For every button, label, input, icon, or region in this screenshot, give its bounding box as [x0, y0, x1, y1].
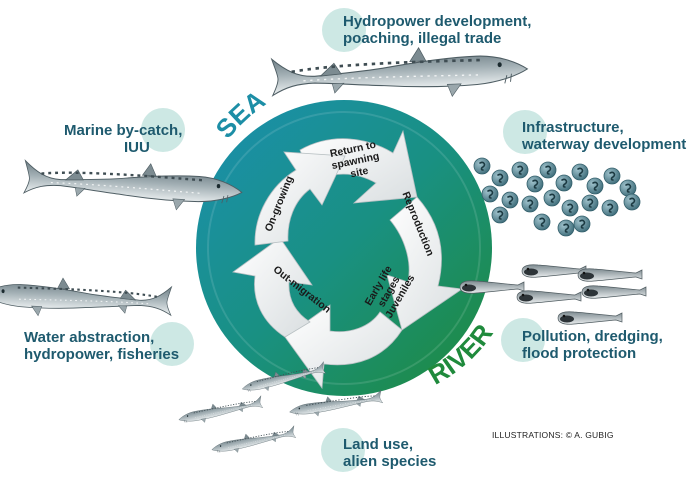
sturgeon-left-lower — [0, 273, 173, 323]
threat-circle-pollution — [501, 318, 545, 362]
cycle-arrows — [232, 129, 464, 390]
sturgeon-eggs — [473, 157, 641, 237]
threat-circle-infrastructure — [503, 110, 547, 154]
threat-hydropower-label: Hydropower development, poaching, illega… — [343, 13, 532, 47]
threat-circle-hydropower — [322, 8, 366, 52]
threat-circle-water-abstraction — [150, 322, 194, 366]
juvenile-4 — [210, 423, 297, 459]
juvenile-2 — [177, 393, 264, 429]
sturgeon-top — [270, 41, 530, 106]
threat-circles — [141, 8, 547, 472]
threat-infrastructure-label: Infrastructure, waterway development — [522, 119, 687, 153]
threat-land-use-label: Land use, alien species — [343, 436, 437, 470]
threat-circle-marine-bycatch — [141, 108, 185, 152]
threat-marine-bycatch-label: Marine by-catch, IUU — [64, 122, 183, 156]
threat-circle-land-use — [321, 428, 365, 472]
illustration-credit: ILLUSTRATIONS: © A. GUBIG — [492, 430, 614, 440]
arrow-on-growing — [254, 151, 346, 246]
arrow-early-life — [284, 304, 403, 390]
threat-pollution-label: Pollution, dredging, flood protection — [522, 328, 663, 362]
threat-water-abstraction-label: Water abstraction, hydropower, fisheries — [24, 329, 180, 363]
